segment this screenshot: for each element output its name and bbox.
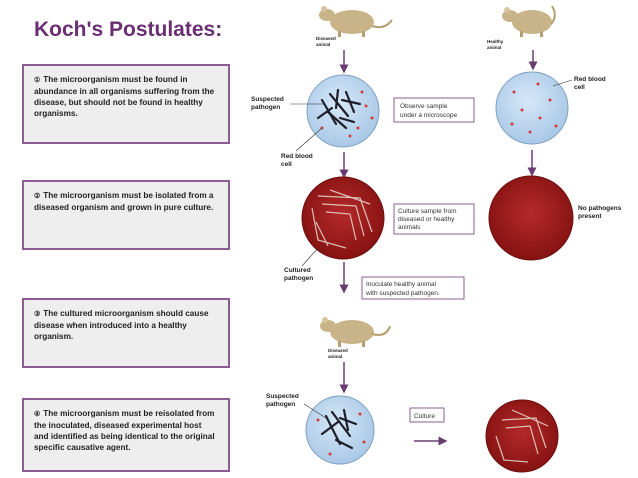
- diseased-mouse-2-icon: [320, 317, 391, 347]
- pointer-suspected-pathogen-2: [303, 403, 327, 419]
- inoculate-box: Inoculate healthy animal with suspected …: [361, 276, 465, 300]
- postulate-2-number: ②: [34, 193, 41, 200]
- svg-text:Culture: Culture: [414, 413, 435, 420]
- culture-dish-final: [485, 399, 559, 473]
- pointer-red-blood-cell-right: [552, 79, 573, 87]
- diseased-animal-1-label: Diseased animal: [316, 36, 337, 47]
- postulate-2-text: The microorganism must be isolated from …: [34, 191, 214, 212]
- healthy-mouse-icon: [502, 5, 556, 37]
- culture-sample-box: Culture sample from diseased or healthy …: [393, 203, 475, 235]
- pointer-cultured-pathogen: [301, 247, 319, 267]
- postulate-3-number: ③: [34, 311, 41, 318]
- svg-text:Culture sample from dise: Culture sample from diseased or healthy …: [398, 208, 458, 231]
- microscope-slide-healthy: [495, 71, 569, 145]
- svg-text:Observe sample under a m: Observe sample under a microscope: [400, 103, 457, 119]
- suspected-pathogen-1-label: Suspected pathogen: [251, 96, 286, 111]
- postulate-1-number: ①: [34, 77, 41, 84]
- cultured-pathogen-label: Cultured pathogen: [284, 267, 313, 282]
- red-blood-cell-right-label: Red blood cell: [574, 76, 608, 91]
- postulate-4-text: The microorganism must be reisolated fro…: [34, 409, 215, 452]
- diseased-animal-2-label: Diseased animal: [328, 348, 349, 359]
- diseased-mouse-1-icon: [319, 6, 393, 37]
- microscope-slide-reisolated: [305, 395, 375, 465]
- red-blood-cell-left-label: Red blood cell: [281, 153, 315, 168]
- pointer-red-blood-cell-left: [295, 127, 323, 152]
- postulate-4-number: ④: [34, 411, 41, 418]
- postulate-3-text: The cultured microorganism should cause …: [34, 309, 209, 341]
- svg-text:Inoculate healthy animal: Inoculate healthy animal with suspected …: [365, 281, 440, 297]
- suspected-pathogen-2-label: Suspected pathogen: [266, 393, 301, 408]
- postulate-1-text: The microorganism must be found in abund…: [34, 75, 215, 118]
- no-pathogens-label: No pathogens present: [578, 205, 623, 220]
- observe-sample-box: Observe sample under a microscope: [393, 97, 475, 123]
- healthy-animal-label: Healthy animal: [487, 39, 505, 50]
- culture-dish-healthy: [488, 175, 574, 261]
- microscope-slide-diseased: [306, 74, 380, 148]
- culture-dish-1: [301, 176, 385, 260]
- page-title: Koch's Postulates:: [34, 18, 223, 41]
- culture-small-box: Culture: [409, 407, 445, 423]
